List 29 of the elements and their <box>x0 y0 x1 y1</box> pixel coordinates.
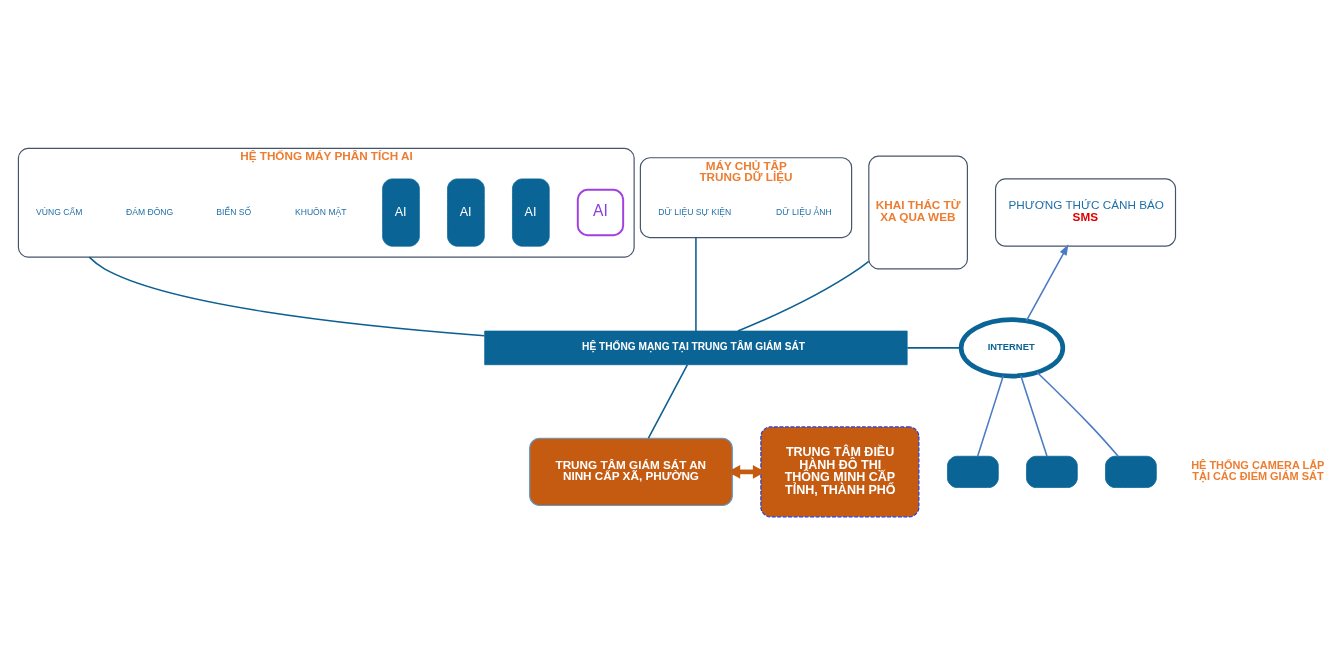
connector <box>647 363 689 439</box>
node-box: AI <box>576 188 625 236</box>
node-box: KHAI THÁC TỪ XA QUA WEB <box>868 155 968 269</box>
connector <box>1036 371 1119 457</box>
node-text: DỮ LIỆU SỰ KIỆN <box>658 206 732 217</box>
node-box: AI <box>447 178 485 247</box>
arrow <box>1025 243 1069 321</box>
node-box: PHƯƠNG THỨC CẢNH BÁO SMS <box>994 177 1177 247</box>
node-text: VÙNG CẤM <box>36 206 83 217</box>
connector <box>906 346 962 349</box>
node-box <box>1026 455 1078 488</box>
node-box: AI <box>512 178 550 247</box>
node-text: ĐÁM ĐÔNG <box>125 206 174 217</box>
label: HỆ THỐNG CAMERA LẮP TẠI CÁC ĐIỂM GIÁM SÁT <box>1191 458 1325 482</box>
node-ellipse: INTERNET <box>958 316 1066 378</box>
node-box: HỆ THỐNG MẠNG TẠI TRUNG TÂM GIÁM SÁT <box>484 330 908 365</box>
connector <box>1020 374 1048 457</box>
node-text: KHUÔN MẶT <box>294 206 347 217</box>
connector <box>976 374 1005 457</box>
connector <box>695 236 697 332</box>
node-box: AI <box>382 178 420 247</box>
node-box: TRUNG TÂM ĐIỀU HÀNH ĐÔ THỊ THÔNG MINH CẤP TỈNH, THÀNH PHỐ <box>760 425 920 517</box>
node-text: BIỂN SỐ <box>216 206 252 217</box>
node-text: DỮ LIỆU ẢNH <box>776 206 832 217</box>
node-box: TRUNG TÂM GIÁM SÁT AN NINH CẤP XÃ, PHƯỜNG <box>529 437 733 506</box>
connector <box>88 255 486 336</box>
node-box <box>947 455 999 488</box>
node-box <box>1105 455 1157 488</box>
connector <box>737 260 870 332</box>
